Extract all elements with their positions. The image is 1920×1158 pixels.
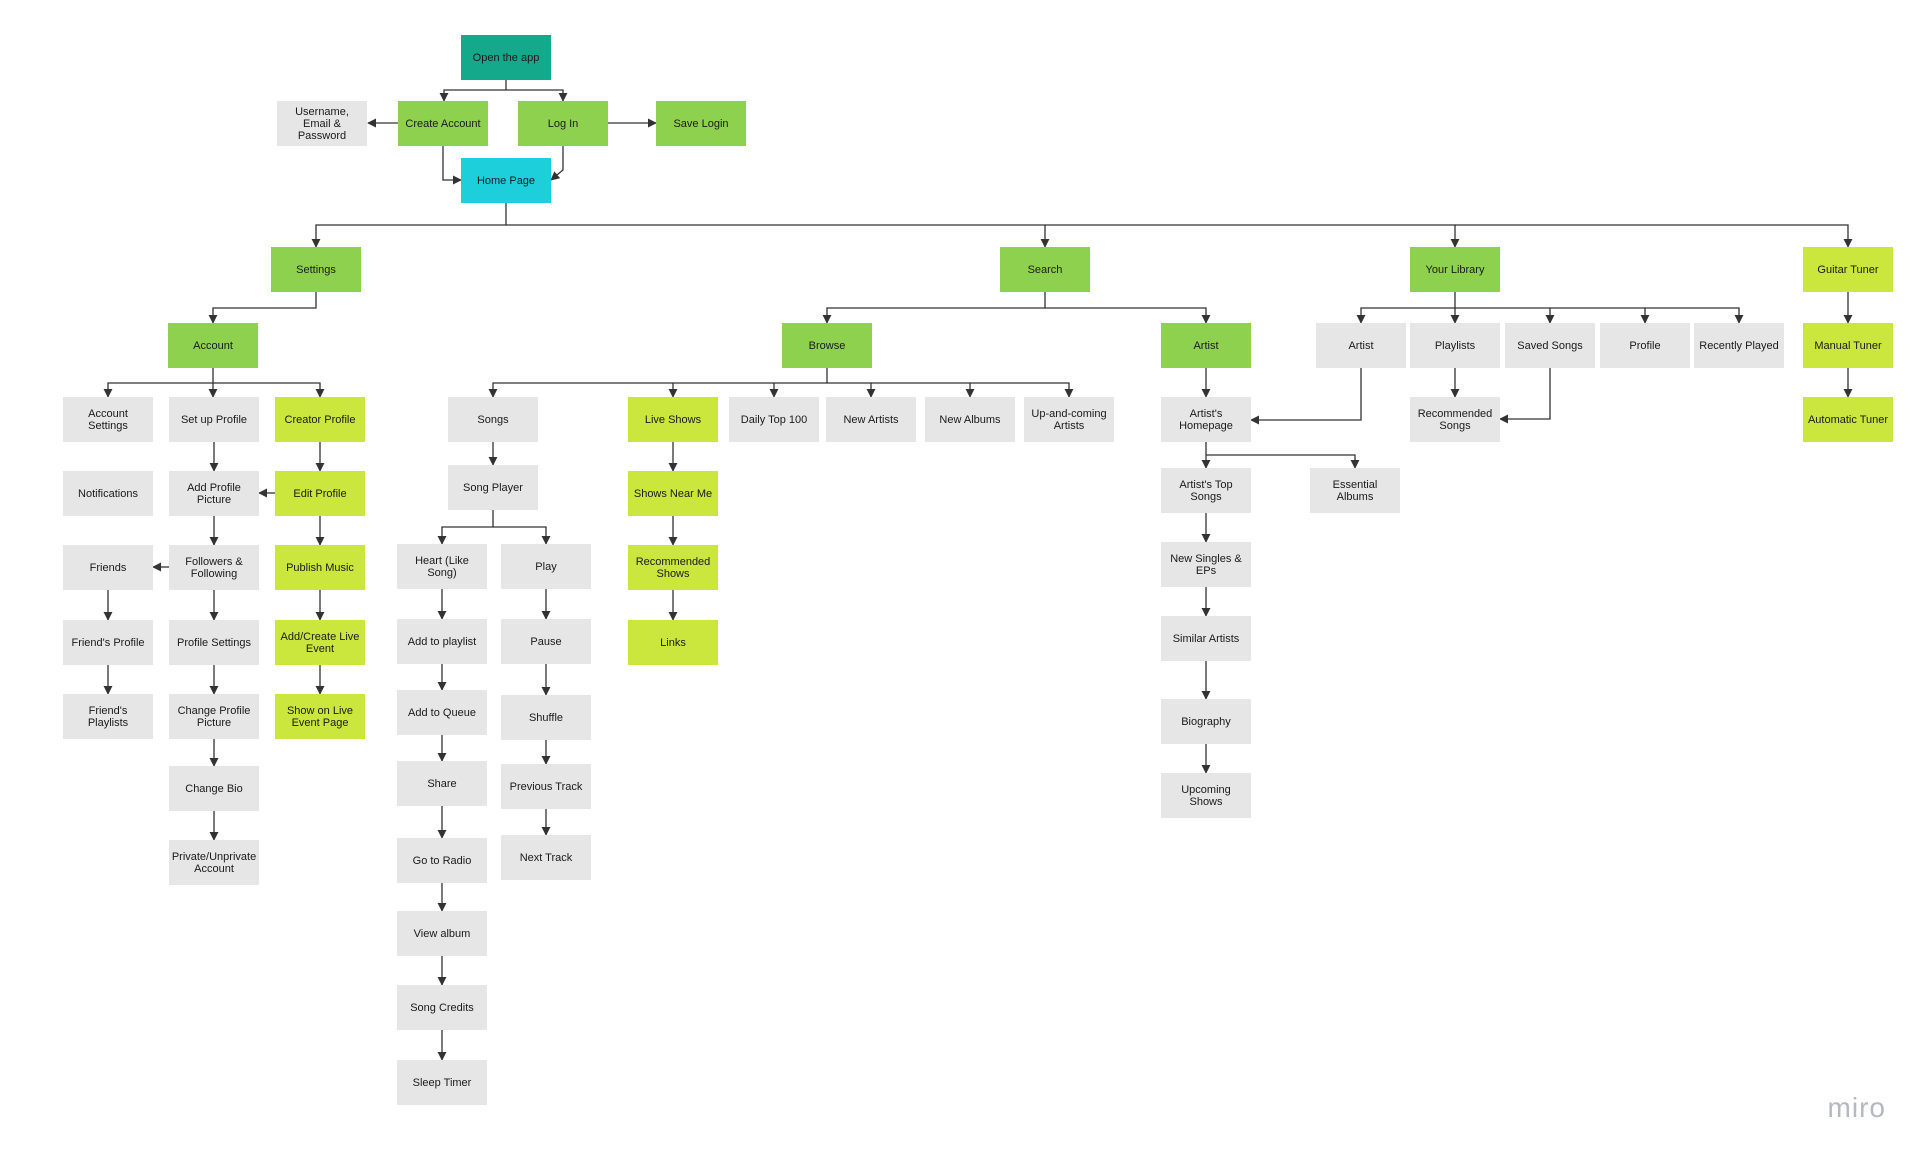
node-live-shows: Live Shows xyxy=(628,397,718,442)
conn-home-search xyxy=(506,224,1050,248)
node-open-app: Open the app xyxy=(461,35,551,80)
node-add-profile-picture: Add Profile Picture xyxy=(169,471,259,516)
node-automatic-tuner: Automatic Tuner xyxy=(1803,397,1893,442)
node-new-artists: New Artists xyxy=(826,397,916,442)
node-set-up-profile: Set up Profile xyxy=(169,397,259,442)
conn-login-home xyxy=(550,146,564,181)
node-browse: Browse xyxy=(782,323,872,368)
conn-open-branch xyxy=(439,80,507,102)
node-account-settings: Account Settings xyxy=(63,397,153,442)
conn-browse-upcoming xyxy=(970,382,1074,398)
node-pause: Pause xyxy=(501,619,591,664)
node-library-playlists: Playlists xyxy=(1410,323,1500,368)
node-biography: Biography xyxy=(1161,699,1251,744)
conn-player-heart xyxy=(437,510,494,545)
node-settings: Settings xyxy=(271,247,361,292)
node-library-profile: Profile xyxy=(1600,323,1690,368)
node-heart-like-song: Heart (Like Song) xyxy=(397,544,487,589)
node-save-login: Save Login xyxy=(656,101,746,146)
node-daily-top-100: Daily Top 100 xyxy=(729,397,819,442)
node-artist: Artist xyxy=(1161,323,1251,368)
node-add-live-event: Add/Create Live Event xyxy=(275,620,365,665)
conn-search-browse xyxy=(822,292,1046,324)
conn-home-library xyxy=(1045,224,1460,248)
conn-library-saved xyxy=(1455,307,1555,324)
conn-libartist-home xyxy=(1250,368,1362,425)
node-create-account: Create Account xyxy=(398,101,488,146)
conn-search-artist xyxy=(1045,307,1211,324)
node-sleep-timer: Sleep Timer xyxy=(397,1060,487,1105)
node-essential-albums: Essential Albums xyxy=(1310,468,1400,513)
node-add-to-queue: Add to Queue xyxy=(397,690,487,735)
conn-browse-songs xyxy=(488,368,828,398)
node-previous-track: Previous Track xyxy=(501,764,591,809)
conn-account-settings xyxy=(103,368,214,398)
node-friends-playlists: Friend's Playlists xyxy=(63,694,153,739)
conn-home-essential xyxy=(1206,454,1360,469)
conn-settings-account xyxy=(208,292,317,324)
conn-library-profile xyxy=(1550,307,1650,324)
node-private-account: Private/Unprivate Account xyxy=(169,840,259,885)
node-username-email-password: Username, Email & Password xyxy=(277,101,367,146)
node-manual-tuner: Manual Tuner xyxy=(1803,323,1893,368)
node-library-artist: Artist xyxy=(1316,323,1406,368)
node-account: Account xyxy=(168,323,258,368)
node-notifications: Notifications xyxy=(63,471,153,516)
conn-open-login xyxy=(506,89,568,102)
node-recommended-songs: Recommended Songs xyxy=(1410,397,1500,442)
conn-create-home xyxy=(442,146,462,185)
node-profile-settings: Profile Settings xyxy=(169,620,259,665)
conn-browse-newartists xyxy=(827,382,876,398)
node-next-track: Next Track xyxy=(501,835,591,880)
node-add-to-playlist: Add to playlist xyxy=(397,619,487,664)
connector-group xyxy=(103,80,1853,1061)
node-song-player: Song Player xyxy=(448,465,538,510)
node-go-to-radio: Go to Radio xyxy=(397,838,487,883)
conn-saved-rec xyxy=(1499,368,1551,424)
conn-home-settings xyxy=(311,203,507,248)
node-artists-homepage: Artist's Homepage xyxy=(1161,397,1251,442)
node-new-singles-eps: New Singles & EPs xyxy=(1161,542,1251,587)
node-artists-top-songs: Artist's Top Songs xyxy=(1161,468,1251,513)
node-links: Links xyxy=(628,620,718,665)
node-share: Share xyxy=(397,761,487,806)
node-search: Search xyxy=(1000,247,1090,292)
node-view-album: View album xyxy=(397,911,487,956)
node-log-in: Log In xyxy=(518,101,608,146)
node-play: Play xyxy=(501,544,591,589)
node-up-and-coming-artists: Up-and-coming Artists xyxy=(1024,397,1114,442)
node-followers-following: Followers & Following xyxy=(169,545,259,590)
conn-home-tuner xyxy=(1455,224,1853,248)
node-shows-near-me: Shows Near Me xyxy=(628,471,718,516)
conn-account-creator xyxy=(213,382,325,398)
node-change-profile-picture: Change Profile Picture xyxy=(169,694,259,739)
node-creator-profile: Creator Profile xyxy=(275,397,365,442)
node-change-bio: Change Bio xyxy=(169,766,259,811)
node-songs: Songs xyxy=(448,397,538,442)
node-friends-profile: Friend's Profile xyxy=(63,620,153,665)
node-new-albums: New Albums xyxy=(925,397,1015,442)
conn-library-recent xyxy=(1645,307,1744,324)
node-friends: Friends xyxy=(63,545,153,590)
node-your-library: Your Library xyxy=(1410,247,1500,292)
node-edit-profile: Edit Profile xyxy=(275,471,365,516)
node-library-saved-songs: Saved Songs xyxy=(1505,323,1595,368)
node-library-recently-played: Recently Played xyxy=(1694,323,1784,368)
node-similar-artists: Similar Artists xyxy=(1161,616,1251,661)
node-show-on-live-event-page: Show on Live Event Page xyxy=(275,694,365,739)
node-upcoming-shows: Upcoming Shows xyxy=(1161,773,1251,818)
node-publish-music: Publish Music xyxy=(275,545,365,590)
node-recommended-shows: Recommended Shows xyxy=(628,545,718,590)
node-shuffle: Shuffle xyxy=(501,695,591,740)
node-home-page: Home Page xyxy=(461,158,551,203)
conn-browse-newalbums xyxy=(871,382,975,398)
conn-player-play xyxy=(493,526,551,545)
node-song-credits: Song Credits xyxy=(397,985,487,1030)
node-guitar-tuner: Guitar Tuner xyxy=(1803,247,1893,292)
miro-brand-mark: miro xyxy=(1827,1092,1886,1123)
conn-library-artist xyxy=(1356,292,1456,324)
